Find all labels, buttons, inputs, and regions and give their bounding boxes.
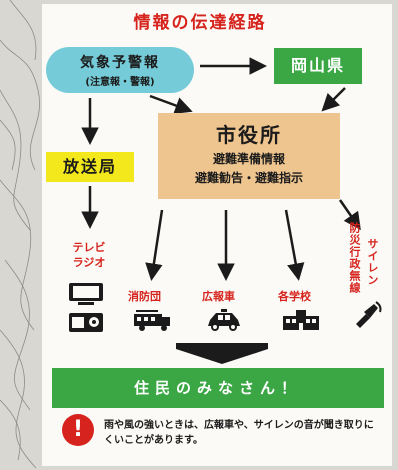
arrow-city-to-fire-brigade	[145, 209, 164, 281]
tv-label: テレビ	[72, 241, 106, 254]
city-office-name: 市役所	[216, 123, 282, 147]
disaster-radio-label: 防災行政無線	[348, 222, 361, 294]
arrow-prefecture-to-city	[321, 87, 346, 112]
fire-truck-icon	[134, 310, 170, 331]
arrow-weather-to-city	[149, 94, 193, 114]
tv-icon	[69, 283, 103, 305]
weather-warning-detail: (注意報・警報)	[85, 77, 155, 88]
schools-label: 各学校	[278, 290, 311, 303]
broadcaster-box: 放送局	[46, 152, 134, 182]
arrow-city-to-schools	[284, 209, 305, 281]
weather-warning-box: 気象予警報 (注意報・警報)	[46, 47, 194, 93]
arrow-to-residents	[176, 343, 268, 364]
exclamation-icon: !	[62, 414, 94, 446]
pr-vehicle-icon	[208, 309, 240, 331]
city-office-box: 市役所 避難準備情報 避難勧告・避難指示	[158, 113, 340, 199]
radio-label: ラジオ	[72, 256, 106, 269]
pr-vehicle-label: 広報車	[202, 290, 235, 303]
siren-label: サイレン	[366, 238, 379, 286]
city-office-item: 避難勧告・避難指示	[194, 171, 303, 185]
prefecture-box: 岡山県	[274, 48, 362, 84]
school-icon	[283, 310, 319, 330]
city-office-item: 避難準備情報	[212, 152, 285, 166]
residents-banner: 住民のみなさん！	[52, 368, 384, 408]
fire-brigade-label: 消防団	[128, 290, 161, 303]
diagram-title: 情報の伝達経路	[133, 13, 267, 33]
arrow-city-to-siren	[338, 199, 361, 231]
media-label: テレビ ラジオ	[66, 240, 112, 270]
radio-icon	[69, 313, 103, 332]
siren-speaker-icon	[356, 301, 382, 328]
note-text: 雨や風の強いときは、広報車や、サイレンの音が聞き取りにくいことがあります。	[104, 420, 374, 446]
weather-warning-label: 気象予警報	[80, 55, 160, 71]
